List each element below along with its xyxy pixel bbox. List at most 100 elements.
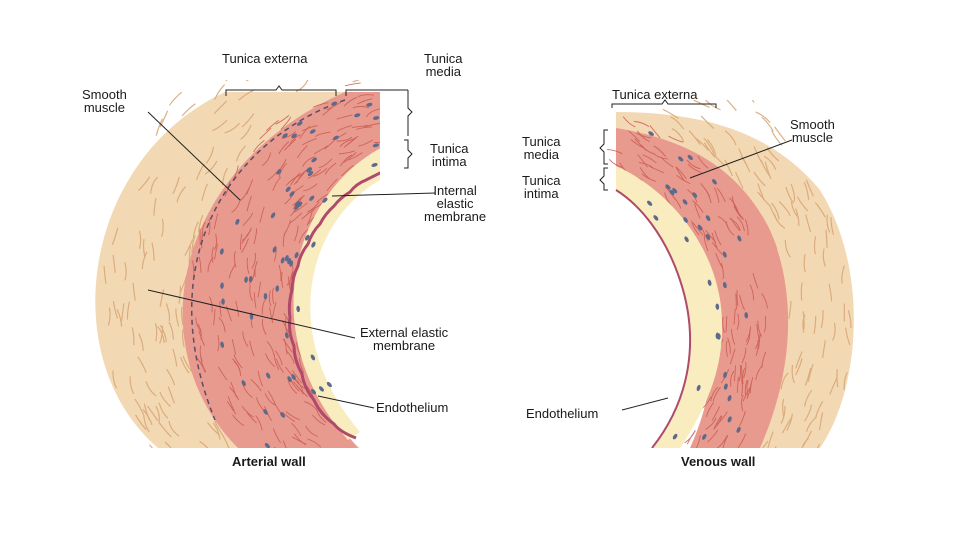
cell-nucleus <box>647 200 653 206</box>
tissue-fiber <box>753 146 763 164</box>
tissue-fiber <box>357 94 375 98</box>
tissue-fiber <box>764 161 772 180</box>
tissue-fiber <box>207 507 220 519</box>
tissue-fiber <box>766 147 780 162</box>
tissue-fiber <box>818 412 824 431</box>
tissue-fiber <box>336 125 353 132</box>
tissue-fiber <box>153 197 157 216</box>
tissue-fiber <box>668 135 684 143</box>
tissue-fiber <box>233 251 237 268</box>
tissue-fiber <box>802 430 812 448</box>
cell-nucleus <box>678 156 684 162</box>
tissue-fiber <box>168 321 174 340</box>
tissue-fiber <box>761 293 768 309</box>
tissue-fiber <box>635 132 652 139</box>
tissue-fiber <box>275 115 290 125</box>
venous-endothelium-label: Endothelium <box>526 406 599 421</box>
tissue-fiber <box>802 311 805 330</box>
tissue-fiber <box>248 269 255 285</box>
tissue-fiber <box>352 105 370 109</box>
tissue-fiber <box>262 319 267 335</box>
tissue-fiber <box>713 187 720 203</box>
tissue-fiber <box>740 473 748 489</box>
tissue-fiber <box>219 301 222 318</box>
tissue-fiber <box>722 316 725 334</box>
tissue-fiber <box>775 500 787 514</box>
tissue-fiber <box>751 100 755 103</box>
tissue-fiber <box>226 305 232 322</box>
tissue-fiber <box>182 328 185 348</box>
tissue-fiber <box>298 357 305 374</box>
tissue-fiber <box>129 376 135 395</box>
tissue-fiber <box>103 265 107 284</box>
internal-elastic-membrane-label: Internal elastic membrane <box>424 184 486 223</box>
tissue-fiber <box>352 80 360 83</box>
tissue-fiber <box>741 347 747 364</box>
tissue-fiber <box>357 98 373 105</box>
tissue-fiber <box>209 468 218 483</box>
tissue-fiber <box>199 440 209 448</box>
tissue-fiber <box>261 152 272 167</box>
tissue-fiber <box>180 306 184 326</box>
tissue-fiber <box>171 454 179 470</box>
cell-nucleus <box>264 443 270 448</box>
tissue-fiber <box>352 124 369 128</box>
tissue-fiber <box>791 365 796 384</box>
tissue-fiber <box>797 487 809 500</box>
tissue-fiber <box>191 235 196 254</box>
cell-nucleus <box>291 374 296 380</box>
tissue-fiber <box>750 377 754 394</box>
tissue-fiber <box>742 504 749 521</box>
tissue-fiber <box>204 160 218 175</box>
tissue-fiber <box>326 101 342 111</box>
tissue-fiber <box>729 197 739 212</box>
tissue-fiber <box>745 326 752 342</box>
tissue-fiber <box>184 239 194 256</box>
cell-nucleus <box>715 332 720 339</box>
tissue-fiber <box>736 289 739 307</box>
tissue-fiber <box>746 329 751 346</box>
tissue-fiber <box>343 96 358 107</box>
cell-nucleus <box>272 246 277 253</box>
tissue-fiber <box>676 174 691 185</box>
arterial-wall-caption: Arterial wall <box>232 454 306 469</box>
tissue-fiber <box>221 433 230 448</box>
tissue-fiber <box>724 130 737 146</box>
tissue-fiber <box>745 219 749 236</box>
tissue-fiber <box>752 273 759 289</box>
tissue-fiber <box>199 345 203 362</box>
tissue-fiber <box>635 466 646 477</box>
tissue-fiber <box>281 271 284 288</box>
cell-nucleus <box>220 341 225 348</box>
tissue-fiber <box>721 263 724 280</box>
tissue-fiber <box>159 110 169 128</box>
tissue-fiber <box>246 257 250 274</box>
tissue-fiber <box>177 475 184 491</box>
tissue-fiber <box>307 169 322 180</box>
tissue-fiber <box>181 103 196 117</box>
tissue-fiber <box>289 272 293 289</box>
tissue-fiber <box>356 126 373 130</box>
tissue-fiber <box>716 87 732 96</box>
tissue-fiber <box>734 530 750 539</box>
tissue-fiber <box>172 348 178 367</box>
tissue-fiber <box>726 100 737 111</box>
tissue-fiber <box>112 254 116 273</box>
cell-nucleus <box>282 133 288 139</box>
tissue-fiber <box>712 387 721 402</box>
tissue-fiber <box>814 202 826 218</box>
tissue-fiber <box>339 138 355 148</box>
tissue-fiber <box>167 386 176 404</box>
tissue-fiber <box>302 125 318 132</box>
arterial-tunica-intima-label: Tunica intima <box>430 142 469 168</box>
tissue-fiber <box>249 284 254 301</box>
tissue-fiber <box>705 417 717 430</box>
tissue-fiber <box>345 15 361 23</box>
tissue-fiber <box>281 130 297 140</box>
cell-nucleus <box>306 167 312 173</box>
tissue-fiber <box>780 516 787 532</box>
tissue-fiber <box>228 263 236 279</box>
tissue-fiber <box>292 194 305 206</box>
tissue-fiber <box>124 262 127 281</box>
tissue-fiber <box>688 474 701 483</box>
